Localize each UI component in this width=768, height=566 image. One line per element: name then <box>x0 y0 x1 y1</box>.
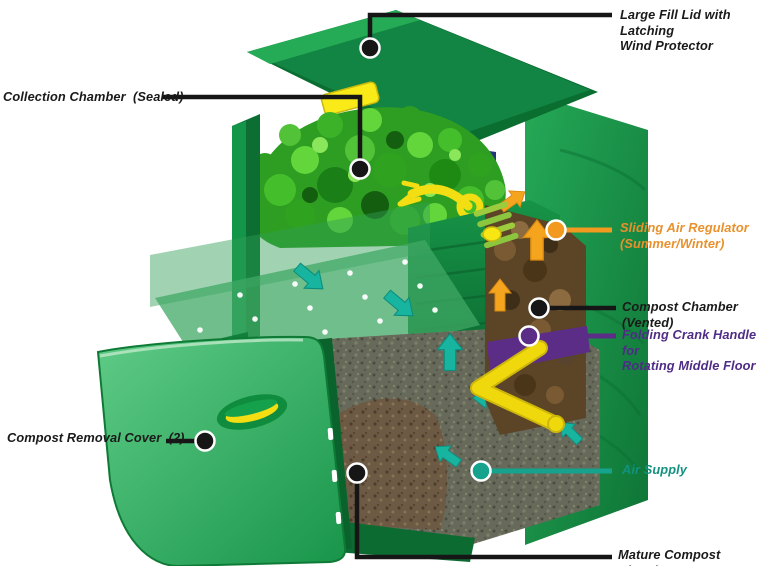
label-compost-removal-cover: Compost Removal Cover (2) <box>7 430 185 445</box>
regulator-callout-dot <box>545 219 567 241</box>
cover-handle <box>216 394 288 430</box>
label-folding-crank-handle: Folding Crank Handle for Rotating Middle… <box>622 327 757 374</box>
label-compost-chamber: Compost Chamber (Vented) <box>622 299 746 330</box>
lid-callout-dot <box>359 37 381 59</box>
compost-removal-cover <box>96 335 352 566</box>
label-collection-chamber: Collection Chamber (Sealed) <box>3 89 184 104</box>
collection-callout-dot <box>349 158 371 180</box>
mature-callout-dot <box>346 462 368 484</box>
crank-handle <box>470 340 565 433</box>
sliding-air-regulator <box>473 201 519 249</box>
cover-callout-dot <box>194 430 216 452</box>
label-mature-compost-chamber: Mature Compost Chamber <box>618 547 721 566</box>
chamber-callout-dot <box>528 297 550 319</box>
label-air-supply: Air Supply <box>622 462 687 477</box>
crank-callout-dot <box>518 325 540 347</box>
callouts <box>162 12 616 560</box>
label-sliding-air-regulator: Sliding Air Regulator (Summer/Winter) <box>620 220 749 251</box>
label-large-fill-lid: Large Fill Lid with Latching Wind Protec… <box>620 7 731 54</box>
air-callout-dot <box>470 460 492 482</box>
